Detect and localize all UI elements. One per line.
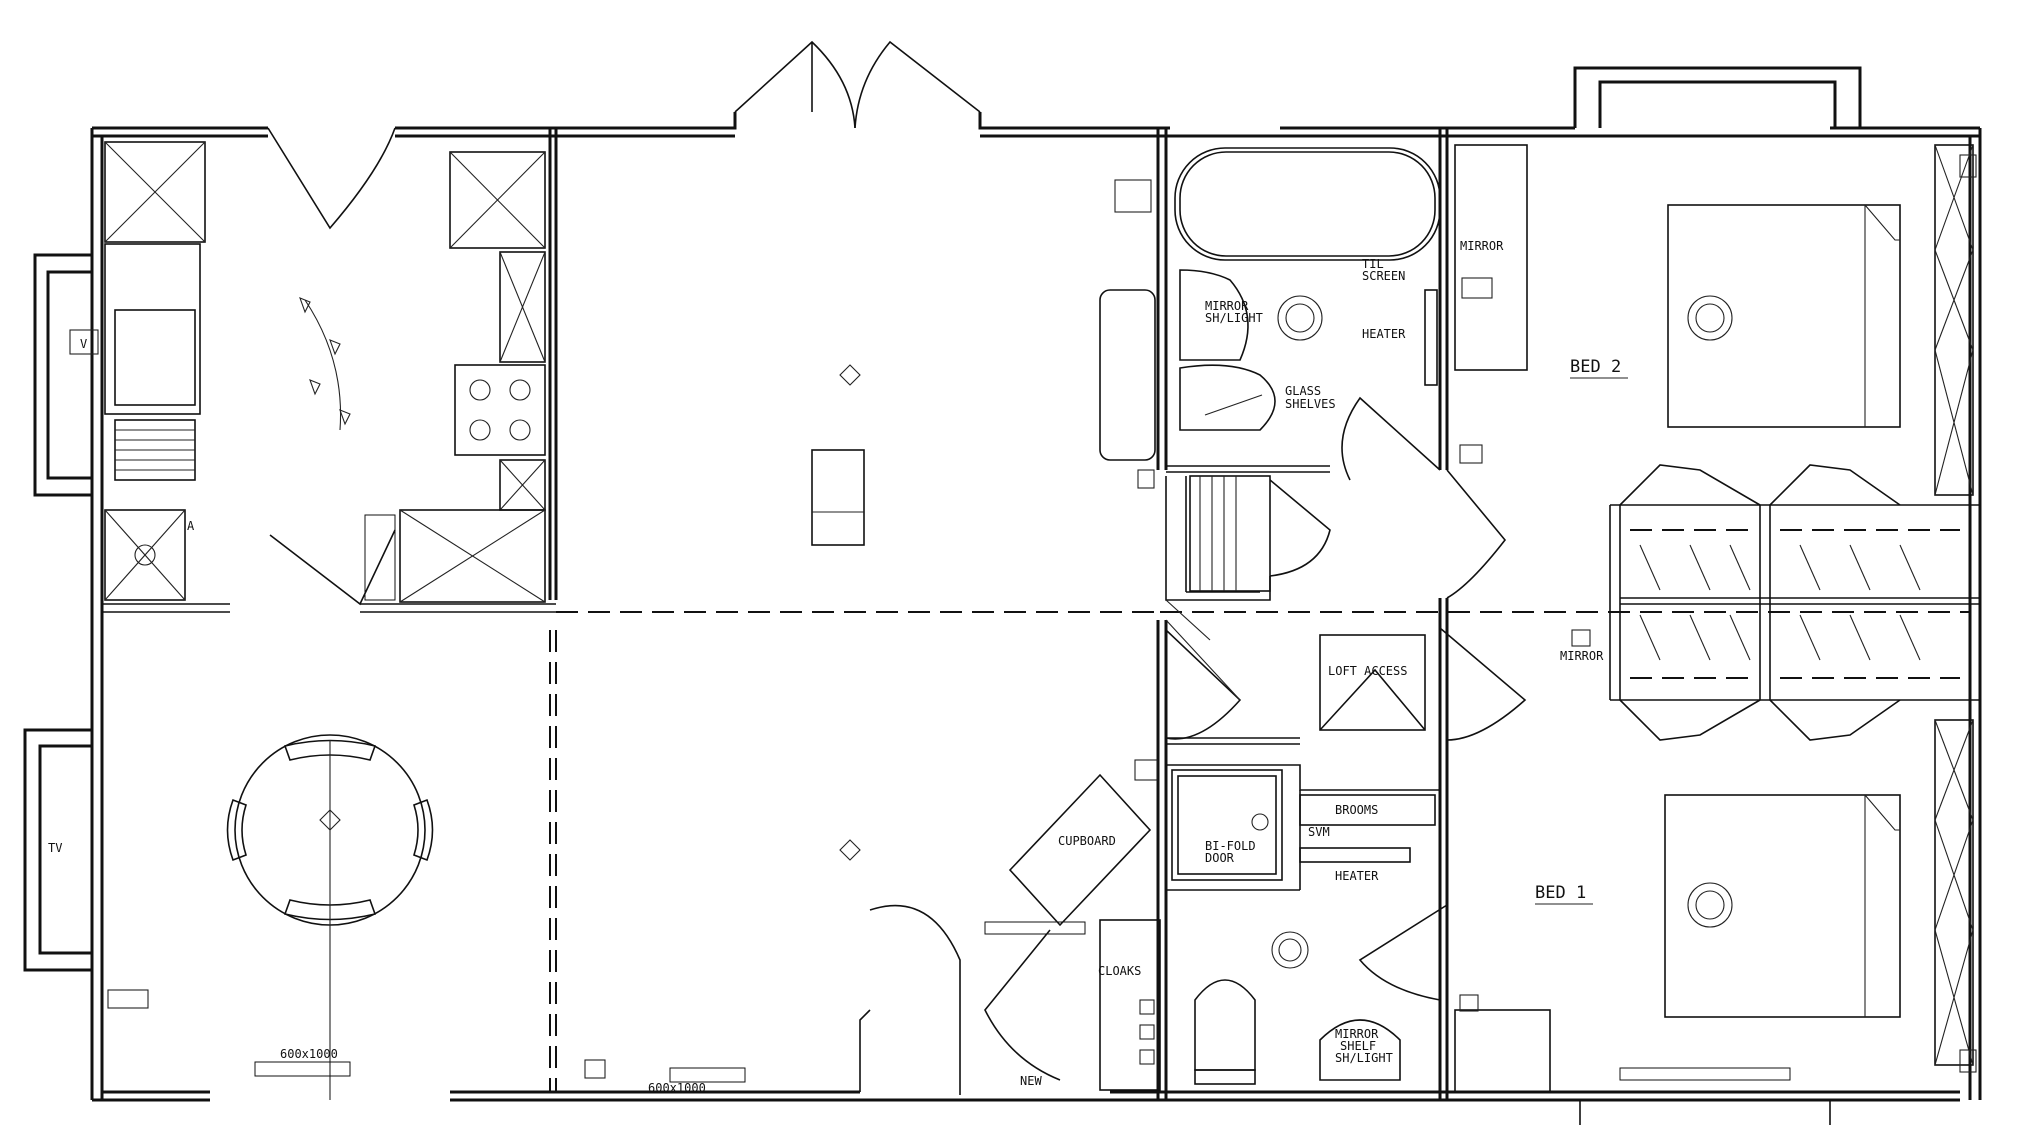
internal-walls — [102, 128, 1980, 1100]
mirror-bed2-label: MIRROR — [1560, 649, 1604, 663]
svm-label: SVM — [1308, 825, 1330, 839]
tiled-screen-label-2: SCREEN — [1362, 269, 1405, 283]
glass-shelves-label-2: SHELVES — [1285, 397, 1336, 411]
cloaks-label: CLOAKS — [1098, 964, 1141, 978]
bed2: MIRROR BED 2 — [1454, 144, 1977, 591]
kitchen-v-label: V — [80, 337, 87, 351]
mirror-shelf-label-2: SHELF — [1340, 1039, 1376, 1053]
lounge: 600x1000 — [584, 179, 1158, 1095]
mirror-shlight-label-1: MIRROR — [1205, 299, 1249, 313]
bed1-label: BED 1 — [1535, 883, 1586, 903]
tiled-screen-label-1: TIL — [1362, 257, 1384, 271]
dim-left-label: 600x1000 — [280, 1047, 338, 1061]
brooms-label: BROOMS — [1335, 803, 1378, 817]
bathroom: TIL SCREEN MIRROR SH/LIGHT GLASS SHELVES… — [1099, 147, 1441, 489]
heater-bath-label: HEATER — [1362, 327, 1406, 341]
door-swings — [1165, 599, 1241, 701]
shower-room: BI-FOLD DOOR BROOMS SVM HEATER MIRROR SH… — [1171, 769, 1448, 1085]
hall: CUPBOARD CLOAKS NEW LOFT ACCESS — [859, 396, 1527, 1095]
bed2-label: BED 2 — [1570, 357, 1621, 377]
heater-bed1-label: HEATER — [1335, 869, 1379, 883]
mirror-shlight-label-2: SH/LIGHT — [1205, 311, 1263, 325]
bifold-door-label-1: BI-FOLD — [1205, 839, 1256, 853]
kitchen-a-label: A — [187, 519, 195, 533]
new-dimension-label: NEW — [1020, 1074, 1042, 1088]
outer-walls — [23, 66, 1982, 1102]
dining: TV 600x1000 — [48, 734, 434, 1100]
dim-mid-label: 600x1000 — [648, 1081, 706, 1095]
mirror-shelf-label-1: MIRROR — [1335, 1027, 1379, 1041]
loft-access-label: LOFT ACCESS — [1328, 664, 1407, 678]
bifold-door-label-2: DOOR — [1205, 851, 1235, 865]
mirror-top-label: MIRROR — [1460, 239, 1504, 253]
glass-shelves-label-1: GLASS — [1285, 384, 1321, 398]
tv-label: TV — [48, 841, 62, 855]
kitchen: V A — [69, 127, 546, 606]
french-doors — [734, 40, 981, 129]
mirror-shelf-label-3: SH/LIGHT — [1335, 1051, 1393, 1065]
cupboard-label: CUPBOARD — [1058, 834, 1116, 848]
bed1: MIRROR BED 1 — [1454, 614, 1977, 1125]
